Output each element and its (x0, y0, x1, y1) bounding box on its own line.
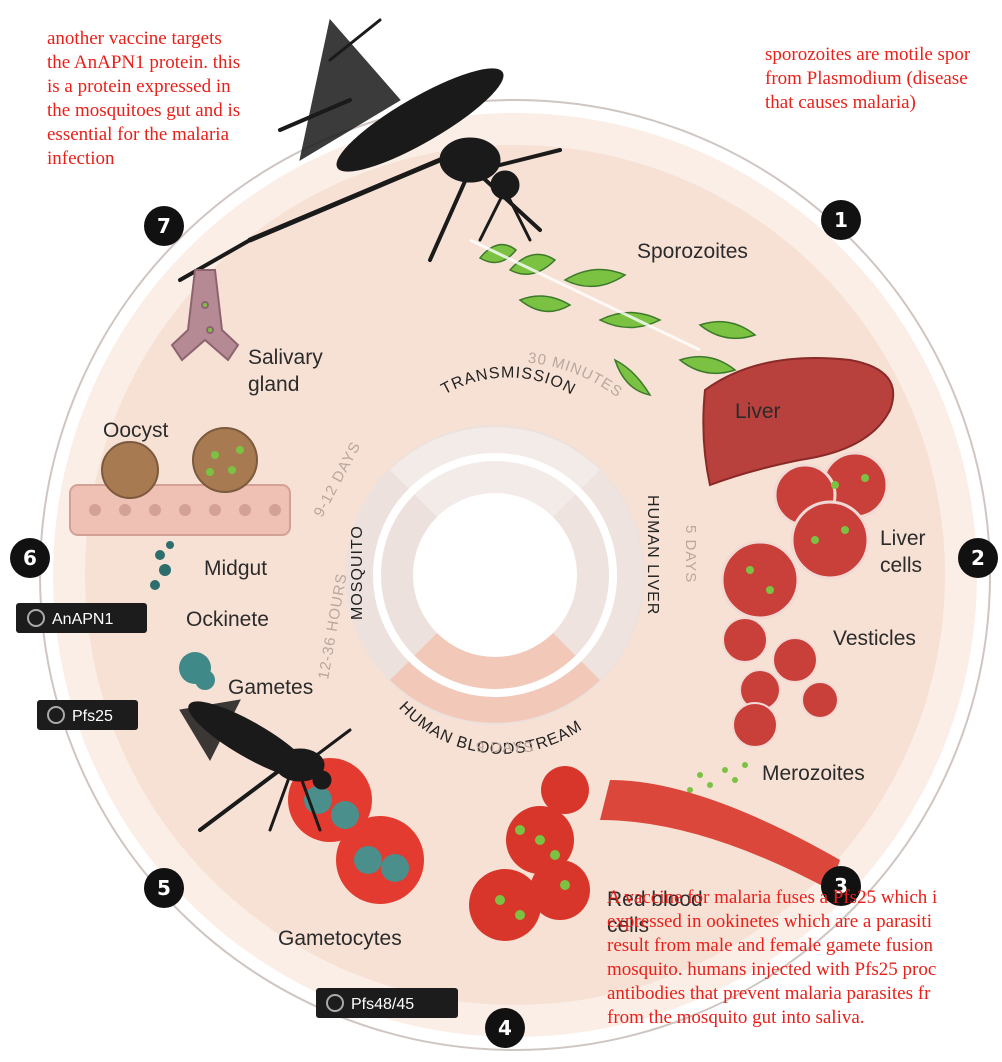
label-salivary-1: Salivary (248, 346, 323, 369)
stage-number-7: 7 (144, 206, 184, 246)
tag-pfs25: Pfs25 (37, 700, 138, 730)
duration-5-days: 5 DAYS (682, 525, 699, 583)
liver-icon (702, 357, 895, 487)
stage-number-3: 3 (821, 866, 861, 906)
midgut-icon (69, 484, 291, 536)
duration-9-days: 9 DAYS (476, 739, 534, 756)
annotation-top-left: another vaccine targets the AnAPN1 prote… (47, 28, 241, 169)
gametes-icon (179, 652, 215, 690)
tag-pfs4845: Pfs48/45 (316, 988, 458, 1018)
label-liver: Liver (735, 400, 781, 423)
stage-mosquito: MOSQUITO (349, 525, 366, 620)
svg-text:Pfs48/45: Pfs48/45 (351, 996, 414, 1013)
stage-ring (345, 425, 645, 725)
svg-text:6: 6 (23, 546, 37, 570)
liver-cells-group (720, 451, 889, 620)
label-red-blood-1: Red blood (607, 888, 703, 911)
sporozoite-arrow (469, 238, 701, 352)
oocyst-icon (101, 427, 258, 499)
stage-number-5: 5 (144, 868, 184, 908)
annotation-top-right: sporozoites are motile spor from Plasmod… (765, 44, 971, 113)
stage-number-6: 6 (10, 538, 50, 578)
merozoites-dots (687, 762, 748, 793)
label-ockinete: Ockinete (186, 608, 269, 631)
label-midgut: Midgut (204, 557, 267, 580)
svg-text:4: 4 (498, 1016, 512, 1040)
stage-number-4: 4 (485, 1008, 525, 1048)
stage-number-1: 1 (821, 200, 861, 240)
blood-vessel (600, 780, 840, 890)
tag-anapn1: AnAPN1 (16, 603, 147, 633)
svg-text:2: 2 (971, 546, 985, 570)
mosquito-bottom-icon (179, 699, 352, 832)
salivary-gland-icon (170, 269, 240, 362)
vesticles-group (722, 617, 839, 748)
mosquito-top-icon (178, 18, 562, 282)
label-gametocytes: Gametocytes (278, 927, 402, 950)
label-merozoites: Merozoites (762, 762, 865, 785)
label-salivary-2: gland (248, 373, 299, 396)
label-vesticles: Vesticles (833, 627, 916, 650)
svg-text:AnAPN1: AnAPN1 (52, 611, 113, 628)
stage-human-liver: HUMAN LIVER (644, 495, 661, 615)
svg-text:Pfs25: Pfs25 (72, 708, 113, 725)
sporozoites-group (478, 243, 757, 397)
label-gametes: Gametes (228, 676, 313, 699)
label-liver-cells-2: cells (880, 554, 922, 577)
label-red-blood-2: cells (607, 914, 649, 937)
annotation-bottom-right: A vaccine for malaria fuses a Pfs25 whic… (607, 887, 938, 1028)
label-oocyst: Oocyst (103, 419, 169, 442)
svg-text:5: 5 (157, 876, 171, 900)
svg-text:3: 3 (834, 874, 848, 898)
label-sporozoites: Sporozoites (637, 240, 748, 263)
label-liver-cells-1: Liver (880, 527, 926, 550)
svg-text:1: 1 (834, 208, 848, 232)
ockinete-icon (150, 541, 174, 590)
svg-text:7: 7 (157, 214, 171, 238)
stage-number-2: 2 (958, 538, 998, 578)
